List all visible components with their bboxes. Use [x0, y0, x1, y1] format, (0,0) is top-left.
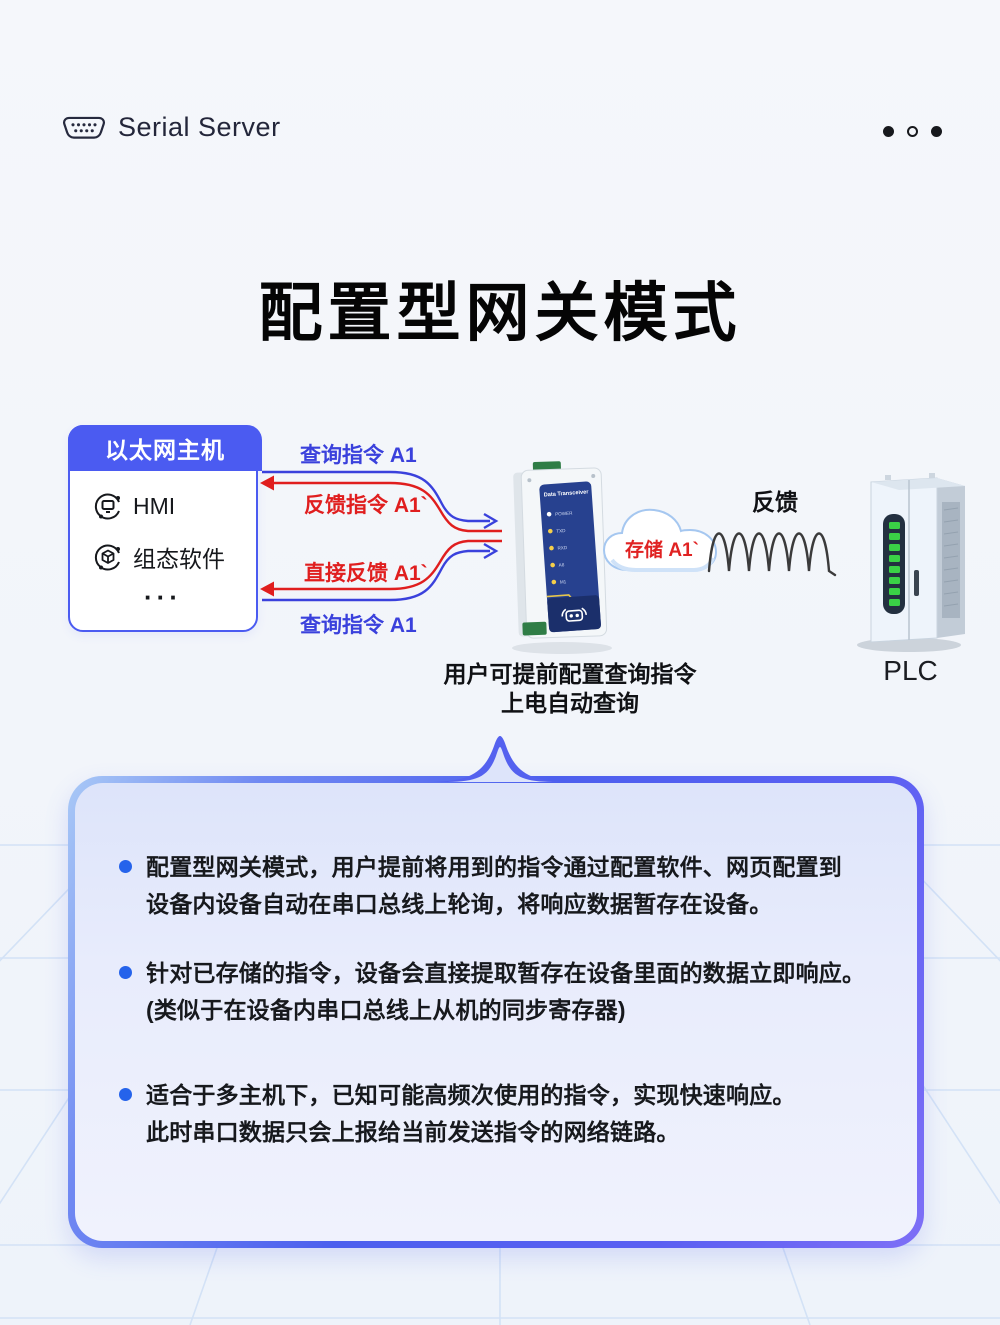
info-panel-body: 配置型网关模式，用户提前将用到的指令通过配置软件、网页配置到 设备内设备自动在串… [75, 783, 917, 1241]
arrowhead-left-icon [260, 581, 274, 597]
device-shadow [512, 642, 612, 654]
bullet-line: 针对已存储的指令，设备会直接提取暂存在设备里面的数据立即响应。 [146, 960, 866, 986]
bullet-line: 设备内设备自动在串口总线上轮询，将响应数据暂存在设备。 [146, 891, 773, 917]
carousel-dot-filled[interactable] [931, 126, 942, 137]
host-box-title: 以太网主机 [68, 425, 262, 471]
led-label: M1 [560, 579, 567, 584]
host-item-label: 组态软件 [133, 546, 225, 572]
arrowhead-right-icon [483, 542, 499, 560]
info-panel: 配置型网关模式，用户提前将用到的指令通过配置软件、网页配置到 设备内设备自动在串… [68, 776, 924, 1248]
bullet-line: 适合于多主机下，已知可能高频次使用的指令，实现快速响应。 [146, 1082, 796, 1108]
bullet-line: (类似于在设备内串口总线上从机的同步寄存器) [146, 997, 626, 1023]
arrowhead-left-icon [260, 475, 274, 491]
carousel-dot-outline[interactable] [907, 126, 918, 137]
sine-wave-path [707, 532, 837, 577]
ethernet-host-box: 以太网主机 HMI 组态软件 ··· [68, 425, 262, 632]
cloud-label: 存储 A1` [625, 538, 699, 561]
device-caption: 用户可提前配置查询指令 上电自动查询 [400, 660, 740, 718]
label-direct-feedback: 直接反馈 A1` [304, 561, 428, 585]
label-query-top: 查询指令 A1 [300, 443, 417, 467]
host-item-hmi: HMI [92, 490, 175, 522]
host-item-label: HMI [133, 492, 176, 519]
arrowhead-right-icon [483, 512, 499, 530]
label-query-bottom: 查询指令 A1 [300, 613, 417, 637]
bullet-item: 配置型网关模式，用户提前将用到的指令通过配置软件、网页配置到 设备内设备自动在串… [119, 849, 891, 923]
brand-robot-icon [561, 607, 588, 622]
caption-line1: 用户可提前配置查询指令 [443, 661, 697, 687]
device-panel-title: Data Transceiver [544, 489, 590, 498]
feedback-wave: 反馈 [707, 489, 837, 577]
scada-icon [94, 544, 120, 571]
db9-connector-icon [62, 116, 106, 139]
label-feedback-top: 反馈指令 A1` [304, 493, 428, 517]
bullet-dot-icon [119, 1088, 132, 1101]
host-item-more: ··· [144, 582, 182, 612]
bullet-item: 适合于多主机下，已知可能高频次使用的指令，实现快速响应。 此时串口数据只会上报给… [119, 1077, 891, 1151]
bullet-dot-icon [119, 860, 132, 873]
plc-leds [889, 522, 900, 606]
led-label: A8 [559, 562, 565, 567]
led-label: TXD [556, 528, 566, 534]
bullet-item: 针对已存储的指令，设备会直接提取暂存在设备里面的数据立即响应。 (类似于在设备内… [119, 955, 891, 1029]
brand-name: Serial Server [118, 112, 281, 142]
caption-line2: 上电自动查询 [501, 690, 639, 716]
carousel-dots [883, 126, 942, 137]
led-label: POWER [555, 511, 573, 517]
host-item-scada: 组态软件 [92, 540, 225, 574]
serial-server-device: Data Transceiver POWER TXD RXD A8 M1 [512, 461, 612, 654]
plc-cabinet [857, 473, 965, 652]
hmi-icon [94, 493, 120, 520]
brand-logo: Serial Server [62, 112, 281, 143]
led-label: RXD [557, 545, 568, 551]
plc-handle [914, 570, 919, 596]
bullet-line: 配置型网关模式，用户提前将用到的指令通过配置软件、网页配置到 [146, 854, 842, 880]
bullet-line: 此时串口数据只会上报给当前发送指令的网络链路。 [146, 1119, 680, 1145]
command-flow-arrows: 查询指令 A1 反馈指令 A1` 直接反馈 A1` 查询指令 A1 [260, 443, 502, 637]
bullet-dot-icon [119, 966, 132, 979]
page-title: 配置型网关模式 [258, 277, 742, 349]
terminal-block-icon [522, 621, 547, 636]
carousel-dot-filled[interactable] [883, 126, 894, 137]
plc-label: PLC [883, 655, 938, 686]
panel-pointer [428, 736, 572, 782]
wave-label: 反馈 [752, 489, 798, 515]
